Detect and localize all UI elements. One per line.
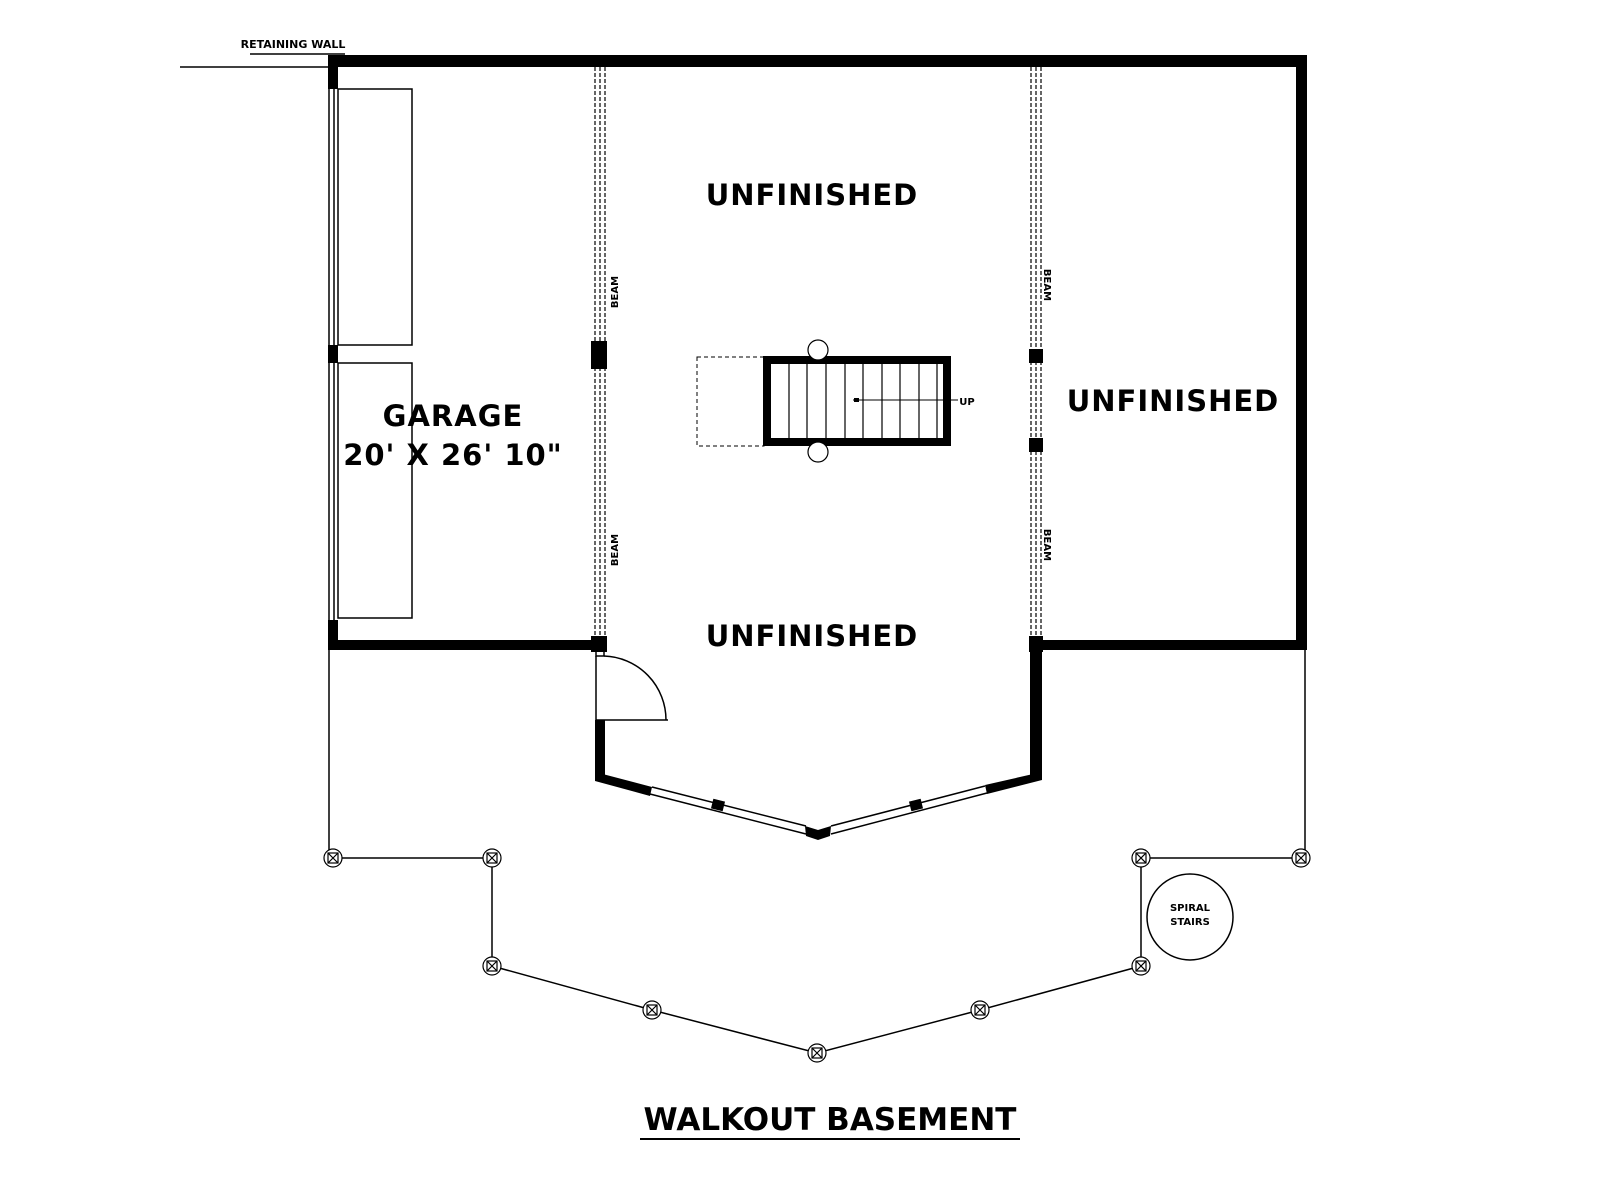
garage-door-2 [337,362,413,619]
staircase: UP [696,339,975,463]
room-label-unfinished-top: UNFINISHED [706,178,919,212]
beam-left: BEAM BEAM [591,67,621,652]
beam-label: BEAM [610,534,621,566]
beam-label: BEAM [610,276,621,308]
plan-title: WALKOUT BASEMENT [644,1102,1017,1138]
entry-door [595,649,668,721]
newel-post [807,441,829,463]
stair-up-label: UP [959,397,974,408]
post [591,341,607,369]
garage-dimensions: 20' X 26' 10" [343,438,563,472]
bay-window-left [649,786,807,835]
deck-posts [323,848,1311,1063]
room-label-unfinished-bottom: UNFINISHED [706,619,919,653]
newel-post [807,339,829,361]
post [1029,636,1043,652]
beam-label: BEAM [1041,529,1052,561]
post [1029,438,1043,452]
bay-window-right [830,785,988,835]
room-label-unfinished-right: UNFINISHED [1067,384,1280,418]
garage-door-1 [337,88,413,346]
retaining-wall: RETAINING WALL [180,38,346,68]
exterior-walls [328,55,1307,840]
deck: SPIRAL STAIRS [323,650,1311,1063]
beam-right: BEAM BEAM [1029,67,1052,652]
spiral-stairs [1146,873,1234,961]
spiral-stairs-label-2: STAIRS [1170,917,1210,928]
post [591,636,607,652]
beam-label: BEAM [1041,269,1052,301]
stair-landing [696,356,765,447]
spiral-stairs-label-1: SPIRAL [1170,903,1211,914]
retaining-wall-label: RETAINING WALL [241,38,346,51]
post [1029,349,1043,363]
room-label-garage: GARAGE [383,399,524,433]
